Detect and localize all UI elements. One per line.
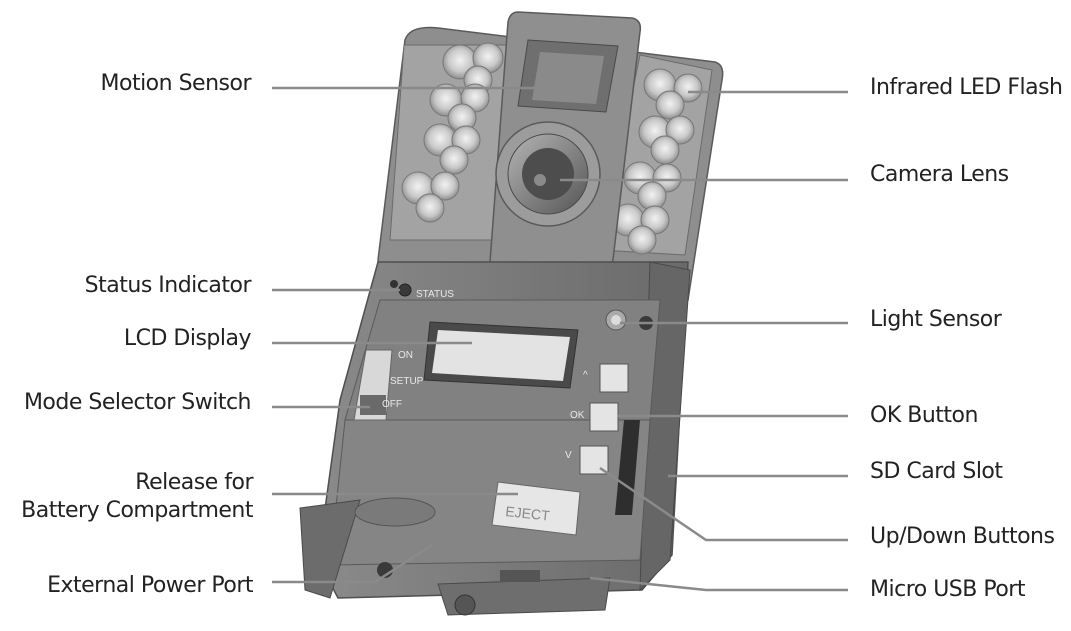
bottom-section xyxy=(299,497,611,616)
down-button-label: V xyxy=(565,450,572,461)
infrared-led-flash-left xyxy=(401,42,504,223)
callout-light-sensor: Light Sensor xyxy=(870,307,1002,332)
center-column xyxy=(489,11,642,269)
callout-lcd-display: LCD Display xyxy=(123,326,252,351)
leader-up-down xyxy=(599,466,848,542)
leader-lines xyxy=(272,86,848,592)
mode-setup-label: SETUP xyxy=(390,376,424,387)
callout-motion-sensor: Motion Sensor xyxy=(100,71,252,96)
up-button-label: ^ xyxy=(583,370,588,381)
callout-battery-release-line2: Battery Compartment xyxy=(21,498,253,523)
callout-status-indicator: Status Indicator xyxy=(84,273,252,298)
callout-micro-usb: Micro USB Port xyxy=(870,577,1025,602)
callout-battery-release-line1: Release for xyxy=(135,470,253,495)
status-indicator: STATUS xyxy=(390,280,454,300)
callout-camera-lens: Camera Lens xyxy=(870,162,1009,187)
up-button[interactable] xyxy=(599,363,629,393)
control-buttons: ^ OK V xyxy=(565,363,629,475)
callout-up-down-buttons: Up/Down Buttons xyxy=(870,524,1055,549)
ok-button-label: OK xyxy=(570,410,585,421)
callout-infrared-led: Infrared LED Flash xyxy=(870,75,1063,100)
eject-label: EJECT xyxy=(505,503,551,524)
callout-sd-card-slot: SD Card Slot xyxy=(870,459,1003,484)
lcd-display xyxy=(423,321,579,389)
mode-off-label: OFF xyxy=(382,399,402,410)
leader-external-power xyxy=(272,543,433,584)
callout-mode-selector: Mode Selector Switch xyxy=(23,390,252,415)
mode-on-label: ON xyxy=(398,350,413,361)
callout-external-power: External Power Port xyxy=(47,573,253,598)
callout-ok-button: OK Button xyxy=(870,403,978,428)
eject-button[interactable]: EJECT xyxy=(491,481,581,536)
ok-button[interactable] xyxy=(589,402,619,432)
infrared-led-flash-right xyxy=(611,68,703,255)
status-text: STATUS xyxy=(416,289,454,300)
leader-micro-usb xyxy=(589,576,848,592)
micro-usb-port[interactable] xyxy=(500,570,540,582)
mode-selector-switch[interactable]: ON SETUP OFF xyxy=(353,349,424,421)
